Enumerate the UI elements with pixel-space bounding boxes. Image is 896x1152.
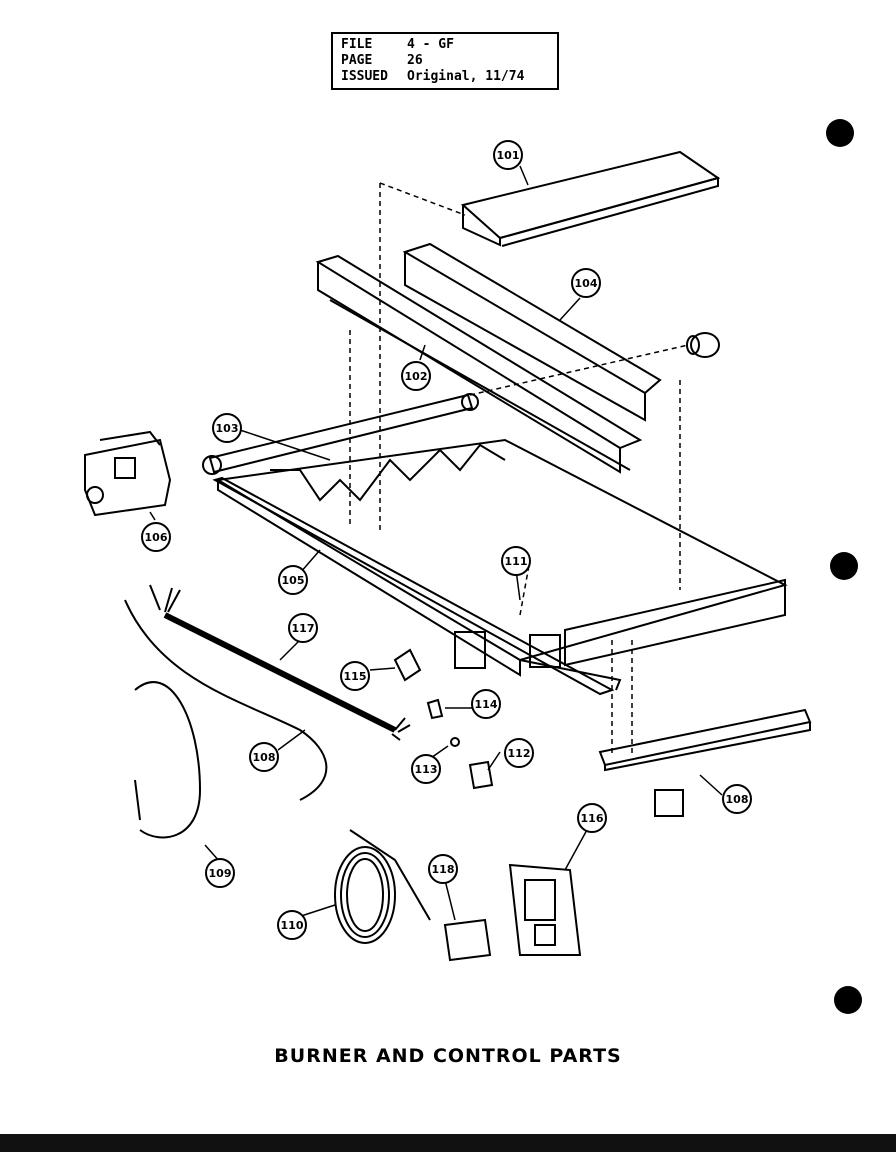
callout-102: 102 — [401, 361, 431, 391]
part-101-top-cover — [460, 150, 721, 247]
svg-text:104: 104 — [575, 277, 598, 290]
part-114-sleeve — [426, 698, 444, 720]
punch-hole-middle — [830, 552, 858, 580]
svg-text:109: 109 — [209, 867, 232, 880]
dashed-leaders — [349, 182, 689, 755]
issued-row: ISSUED Original, 11/74 — [341, 69, 549, 85]
callout-104: 104 — [571, 268, 601, 298]
callout-103: 103 — [212, 413, 242, 443]
orifice-plate — [529, 634, 561, 668]
callout-117: 117 — [288, 613, 318, 643]
callout-108b: 108 — [722, 784, 752, 814]
svg-text:114: 114 — [475, 698, 498, 711]
issued-value: Original, 11/74 — [407, 69, 525, 84]
part-105-burner-bar — [212, 476, 615, 696]
file-value: 4 - GF — [407, 37, 454, 52]
file-label: FILE — [341, 37, 373, 52]
part-108-pilot-tube — [134, 681, 202, 839]
part-116-control-module — [508, 863, 582, 956]
punch-hole-top — [826, 119, 854, 147]
small-plate — [654, 789, 684, 817]
burner-base-pan — [215, 438, 788, 691]
callout-leaders — [149, 165, 723, 921]
svg-text:111: 111 — [505, 555, 528, 568]
svg-text:106: 106 — [145, 531, 168, 544]
part-106-gas-valve — [84, 430, 172, 517]
page-row: PAGE 26 — [341, 53, 549, 69]
file-row: FILE 4 - GF — [341, 37, 549, 53]
part-110-capillary-coil — [334, 829, 431, 944]
callout-110: 110 — [277, 910, 307, 940]
svg-text:113: 113 — [415, 763, 438, 776]
scan-edge-band — [0, 1134, 896, 1152]
callout-109: 109 — [205, 858, 235, 888]
file-info-box: FILE 4 - GF PAGE 26 ISSUED Original, 11/… — [331, 32, 559, 90]
part-117-wire-bundle — [163, 612, 397, 733]
diagram-title: BURNER AND CONTROL PARTS — [274, 1045, 622, 1067]
punch-hole-bottom — [834, 986, 862, 1014]
svg-text:110: 110 — [281, 919, 304, 932]
callout-108a: 108 — [249, 742, 279, 772]
svg-text:108: 108 — [253, 751, 276, 764]
part-118-block — [443, 918, 492, 962]
svg-text:108: 108 — [726, 793, 749, 806]
svg-text:116: 116 — [581, 812, 604, 825]
part-112-fitting — [468, 760, 494, 790]
callout-116: 116 — [577, 803, 607, 833]
part-113-nut — [450, 737, 460, 747]
svg-text:112: 112 — [508, 747, 531, 760]
callout-112: 112 — [504, 738, 534, 768]
page-label: PAGE — [341, 53, 373, 68]
callout-113: 113 — [411, 754, 441, 784]
part-108-bracket-bar — [598, 708, 812, 772]
svg-text:101: 101 — [497, 149, 520, 162]
part-109-wire — [124, 599, 328, 801]
svg-text:117: 117 — [292, 622, 315, 635]
page-value: 26 — [407, 53, 423, 68]
callout-115: 115 — [340, 661, 370, 691]
svg-text:102: 102 — [405, 370, 428, 383]
callout-111: 111 — [501, 546, 531, 576]
part-104-rail — [402, 242, 662, 422]
callout-105: 105 — [278, 565, 308, 595]
issued-label: ISSUED — [341, 69, 388, 84]
svg-text:103: 103 — [216, 422, 239, 435]
callout-106: 106 — [141, 522, 171, 552]
grommet — [690, 332, 720, 358]
svg-text:118: 118 — [432, 863, 455, 876]
callout-114: 114 — [471, 689, 501, 719]
part-115-bracket — [393, 648, 422, 682]
mount-plate — [454, 631, 486, 669]
callout-101: 101 — [493, 140, 523, 170]
part-103-manifold — [202, 393, 506, 502]
svg-text:105: 105 — [282, 574, 305, 587]
svg-text:115: 115 — [344, 670, 367, 683]
callout-118: 118 — [428, 854, 458, 884]
callout-bubbles: 101 104 102 103 106 105 111 117 115 114 … — [141, 140, 752, 940]
